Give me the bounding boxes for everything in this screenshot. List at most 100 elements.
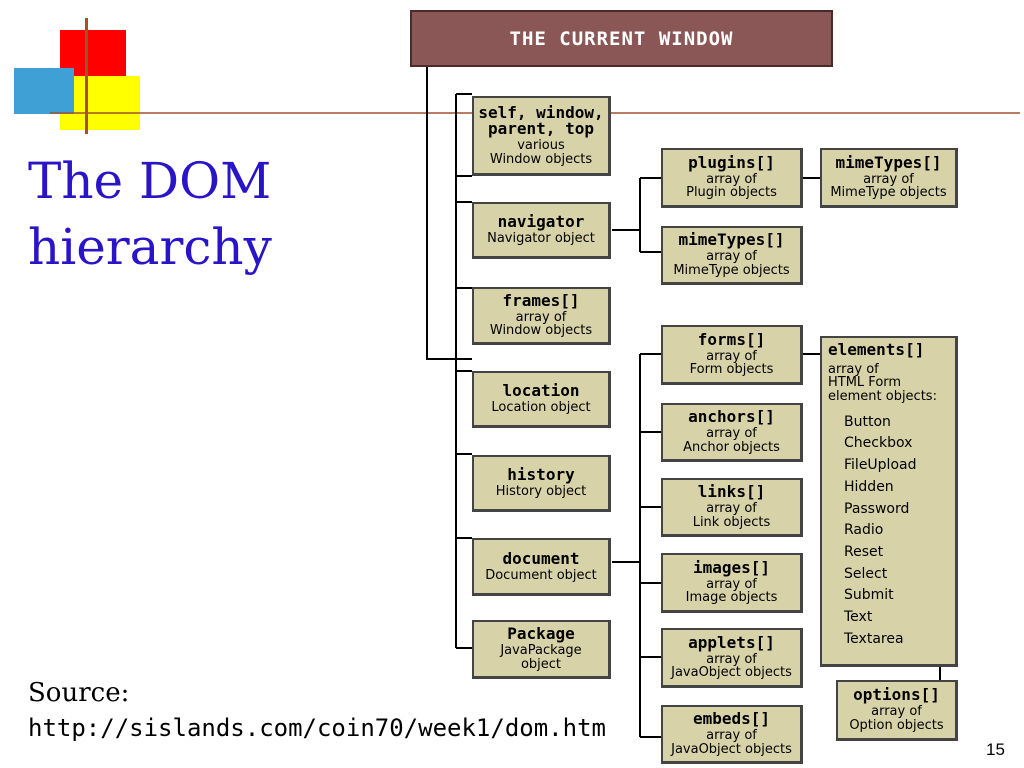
node-plugins: plugins[] array of Plugin objects: [661, 148, 803, 208]
node-name: options[]: [853, 685, 940, 705]
node-name: location: [502, 381, 580, 401]
node-desc-line: element objects:: [828, 389, 937, 405]
node-links: links[] array of Link objects: [661, 478, 803, 537]
node-desc-line: Anchor objects: [683, 439, 780, 455]
node-desc: array of Form objects: [690, 350, 774, 377]
node-name: mimeTypes[]: [835, 152, 942, 172]
node-desc-line: JavaPackage: [500, 643, 582, 659]
node-desc-line: array of: [706, 576, 757, 592]
node-name: history: [507, 465, 575, 485]
element-type-item: Reset: [844, 543, 884, 560]
node-desc: array of Link objects: [693, 502, 771, 529]
source-label: Source:: [28, 678, 130, 708]
node-desc: array of HTML Form element objects:: [828, 363, 937, 404]
node-desc-line: Document object: [485, 567, 597, 583]
element-type-item: Hidden: [844, 478, 894, 495]
node-desc: array of Anchor objects: [683, 427, 780, 454]
element-type-item: Textarea: [844, 630, 904, 647]
node-desc: JavaPackage object: [500, 644, 581, 671]
element-type-item: Button: [844, 413, 891, 430]
node-desc-line: Option objects: [849, 717, 944, 733]
node-desc-line: HTML Form: [828, 375, 902, 391]
node-desc: array of Image objects: [686, 578, 778, 605]
node-desc: Location object: [491, 401, 590, 415]
node-desc-line: Window objects: [489, 323, 593, 339]
node-name: images[]: [692, 557, 771, 577]
node-desc-line: Navigator object: [487, 231, 595, 247]
node-navigator-mimetypes: mimeTypes[] array of MimeType objects: [661, 226, 803, 285]
node-desc-line: MimeType objects: [673, 262, 790, 278]
element-type-item: Password: [844, 500, 910, 517]
deco-blue-square: [14, 68, 74, 114]
diagram-root-current-window: THE CURRENT WINDOW: [410, 10, 833, 67]
element-type-list: Button Checkbox FileUpload Hidden Passwo…: [828, 412, 916, 651]
node-desc-line: Window objects: [489, 151, 593, 167]
node-name-line: parent, top: [488, 119, 594, 139]
page-number: 15: [986, 740, 1005, 759]
element-type-item: Checkbox: [844, 435, 913, 452]
node-desc: array of MimeType objects: [830, 173, 946, 200]
node-desc-line: array of: [871, 704, 922, 720]
deco-vertical-line: [85, 18, 88, 134]
node-desc-line: JavaObject objects: [671, 665, 792, 681]
node-name: elements[]: [828, 340, 925, 359]
element-type-item: Submit: [844, 587, 894, 604]
node-desc-line: array of: [706, 728, 757, 744]
node-name: forms[]: [697, 329, 766, 349]
node-desc: array of JavaObject objects: [671, 653, 792, 680]
node-name: applets[]: [688, 632, 775, 652]
node-desc: array of Option objects: [849, 705, 943, 732]
node-desc-line: array of: [706, 348, 757, 364]
node-desc-line: array of: [706, 501, 757, 517]
element-type-item: Radio: [844, 522, 884, 539]
node-name: links[]: [697, 482, 766, 502]
node-desc-line: JavaObject objects: [671, 741, 792, 757]
slide-title-line: hierarchy: [28, 218, 272, 276]
node-name: document: [502, 548, 580, 568]
node-name: embeds[]: [692, 709, 771, 729]
node-desc-line: Image objects: [685, 590, 778, 606]
node-desc: History object: [496, 485, 586, 499]
node-package: Package JavaPackage object: [472, 620, 611, 679]
node-desc: array of JavaObject objects: [671, 729, 792, 756]
node-desc: various Window objects: [490, 139, 592, 166]
node-embeds: embeds[] array of JavaObject objects: [661, 705, 803, 764]
node-desc-line: array of: [706, 426, 757, 442]
node-elements: elements[] array of HTML Form element ob…: [820, 336, 958, 667]
node-desc-line: Location object: [491, 400, 591, 416]
connector-frames-bracket: [426, 67, 472, 360]
node-name-line: self, window,: [478, 102, 604, 122]
node-images: images[] array of Image objects: [661, 553, 803, 613]
node-name: anchors[]: [688, 407, 775, 427]
node-name: frames[]: [502, 290, 580, 310]
node-desc-line: Link objects: [692, 514, 771, 530]
node-location: location Location object: [472, 371, 611, 428]
node-name: self, window, parent, top: [478, 102, 604, 139]
node-history: history History object: [472, 455, 611, 512]
node-desc-line: array of: [706, 651, 757, 667]
node-desc-line: array of: [706, 171, 757, 187]
node-desc: array of Window objects: [490, 311, 592, 338]
slide-title: The DOM hierarchy: [28, 148, 272, 280]
node-forms: forms[] array of Form objects: [661, 325, 803, 385]
slide-title-line: The DOM: [28, 152, 272, 210]
node-desc: array of Plugin objects: [686, 173, 777, 200]
node-desc: Document object: [485, 567, 597, 583]
source-url: http://sislands.com/coin70/week1/dom.htm: [28, 714, 606, 742]
node-desc-line: Form objects: [689, 362, 774, 378]
node-applets: applets[] array of JavaObject objects: [661, 628, 803, 688]
node-desc-line: Plugin objects: [686, 185, 777, 201]
node-desc: Navigator object: [487, 232, 595, 246]
node-self-window-parent-top: self, window, parent, top various Window…: [472, 96, 611, 176]
element-type-item: FileUpload: [844, 457, 917, 474]
node-frames: frames[] array of Window objects: [472, 287, 611, 345]
element-type-item: Select: [844, 565, 888, 582]
node-desc-line: various: [517, 138, 565, 154]
node-name: plugins[]: [688, 152, 775, 172]
node-desc-line: array of: [706, 249, 757, 265]
node-options: options[] array of Option objects: [836, 680, 958, 741]
node-desc-line: array of: [863, 171, 914, 187]
node-desc-line: MimeType objects: [830, 185, 947, 201]
node-anchors: anchors[] array of Anchor objects: [661, 403, 803, 462]
node-desc-line: array of: [828, 361, 879, 377]
